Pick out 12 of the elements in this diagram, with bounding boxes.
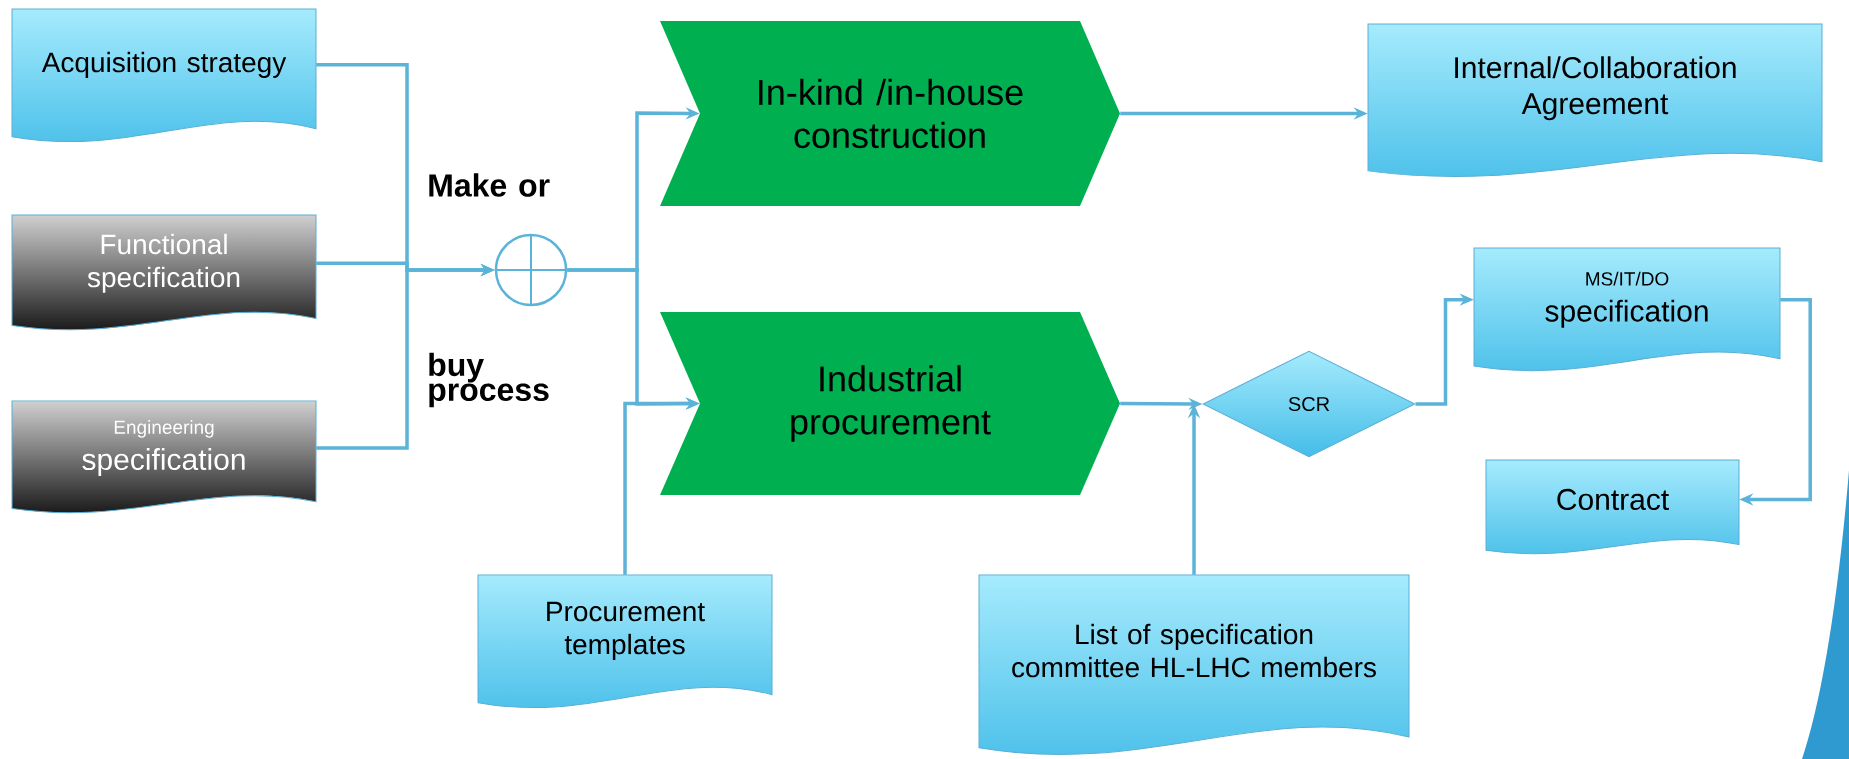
document-box: Internal/Collaboration Agreement (1367, 23, 1823, 178)
caption-text: Make or (429, 173, 550, 197)
process-chevron: In-kind /in-house construction (660, 21, 1120, 206)
document-box: Engineering specification (11, 400, 317, 514)
process-chevron: Industrial procurement (660, 312, 1120, 495)
document-box: MS/IT/DO specification (1473, 247, 1781, 372)
document-box: Contract (1485, 459, 1740, 555)
document-box: Procurement templates (477, 574, 773, 709)
document-box: Acquisition strategy (11, 8, 317, 143)
caption-text: buy process (429, 352, 549, 408)
document-box: List of specification committee HL-LHC members (978, 574, 1410, 755)
document-box: Functional specification (11, 214, 317, 331)
